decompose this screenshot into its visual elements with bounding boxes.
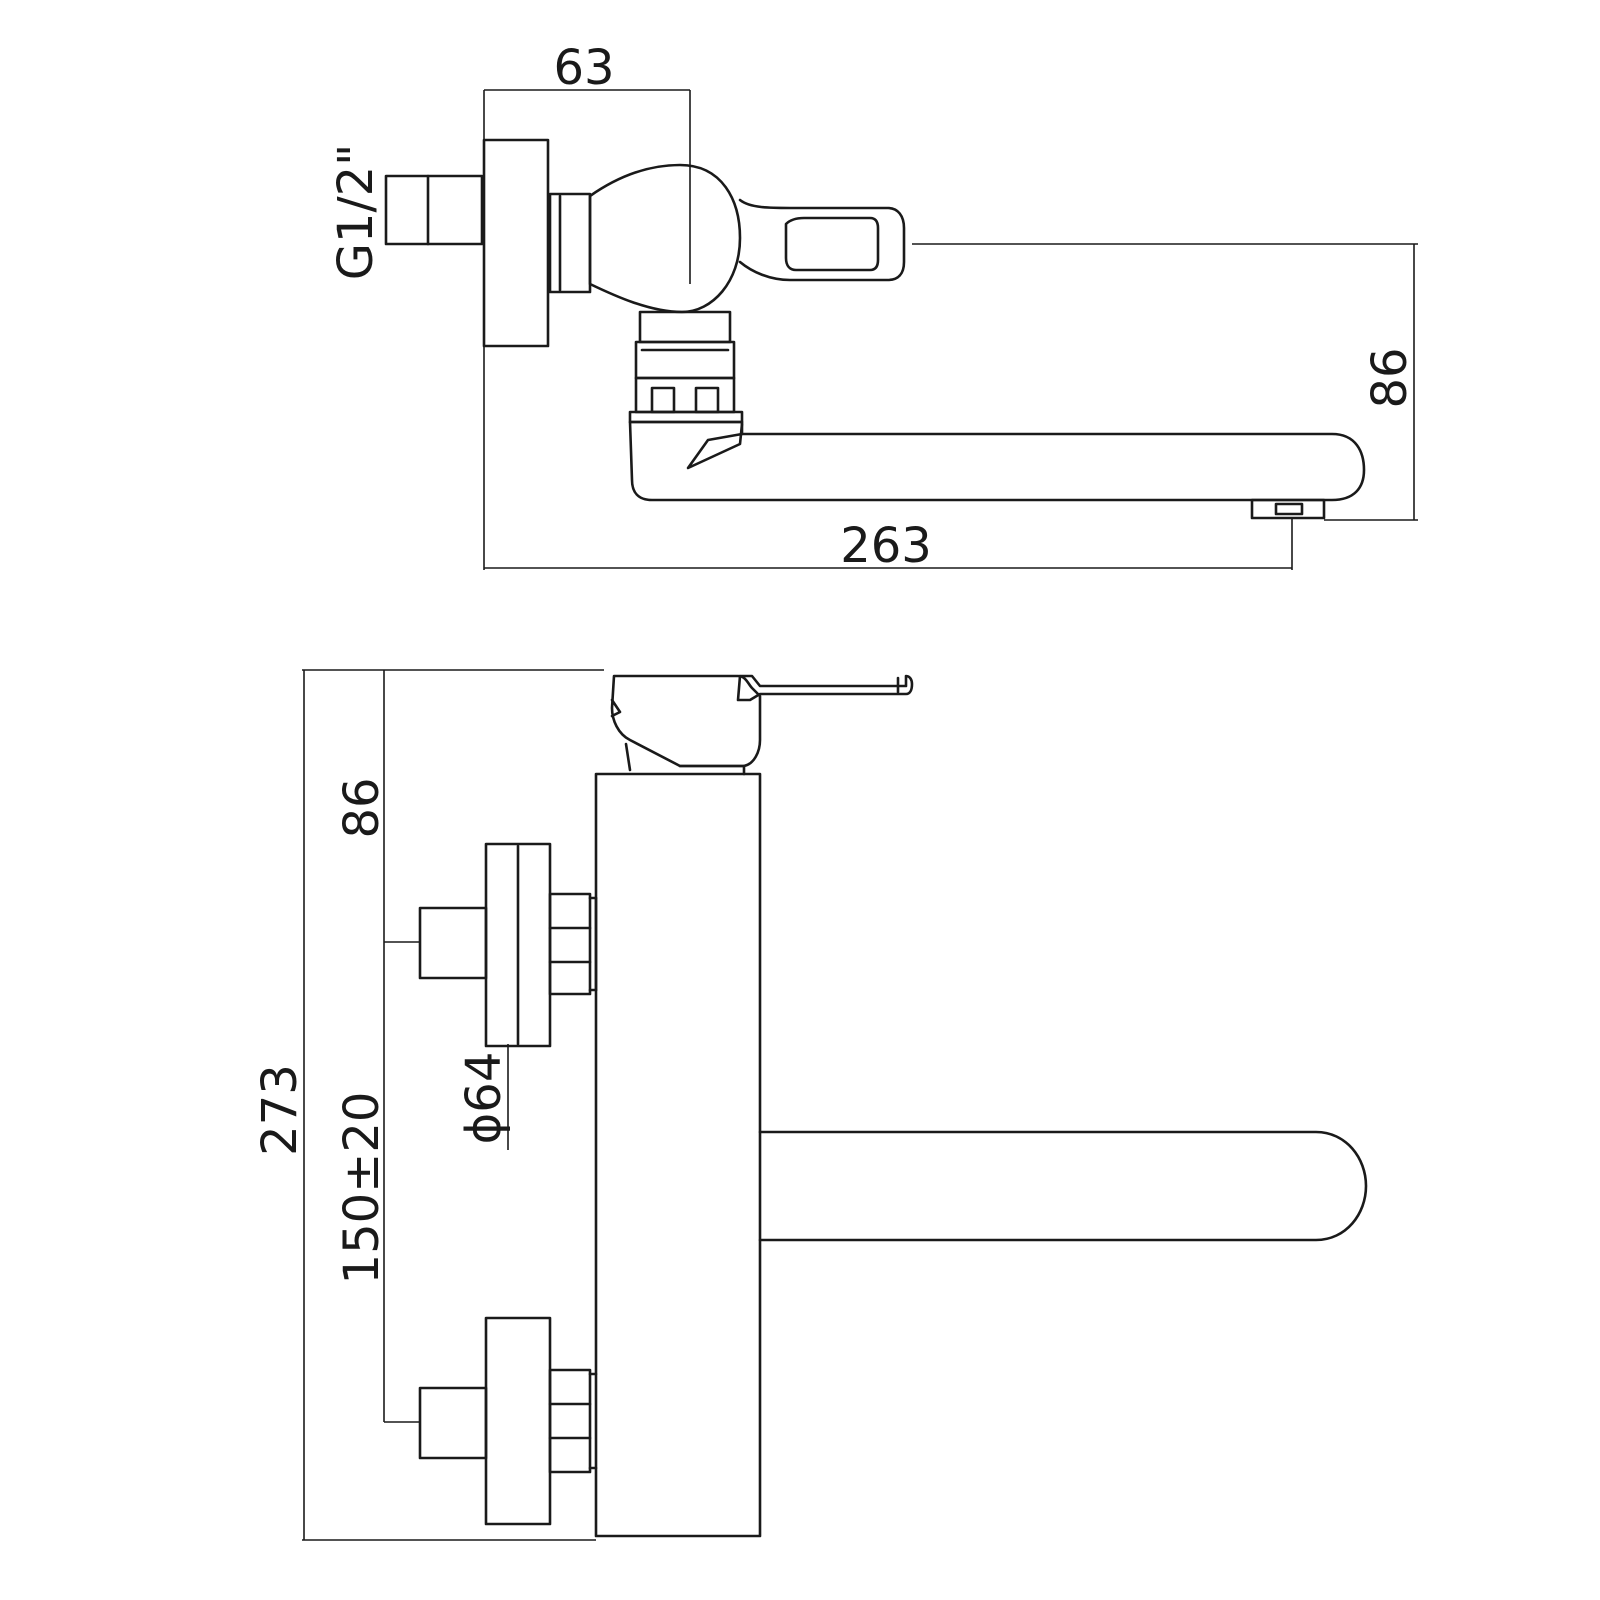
dim-273: 273 <box>252 1064 308 1156</box>
inlet-fitting <box>384 138 592 348</box>
dim-diameter: ϕ64 <box>456 1052 512 1145</box>
dim-86-front: 86 <box>334 777 390 838</box>
front-view: 86 273 150±20 ϕ64 <box>252 669 1368 1541</box>
main-body <box>594 772 762 1538</box>
dim-263: 263 <box>840 518 932 574</box>
front-dimension-lines <box>302 669 604 1541</box>
top-view: 63 263 86 G1/2" <box>328 40 1418 574</box>
upper-connector <box>418 842 598 1048</box>
dim-thread: G1/2" <box>328 144 384 281</box>
spout <box>628 420 1366 520</box>
dim-spacing: 150±20 <box>334 1092 390 1285</box>
dim-86-top: 86 <box>1362 347 1418 408</box>
lever-handle <box>738 198 906 282</box>
dim-63: 63 <box>553 40 614 96</box>
front-spout <box>758 1130 1368 1242</box>
swivel-stack <box>628 310 744 424</box>
cartridge-body <box>588 163 742 314</box>
front-lever <box>610 674 914 776</box>
top-dimension-lines <box>483 89 1418 570</box>
lower-connector <box>418 1316 598 1526</box>
